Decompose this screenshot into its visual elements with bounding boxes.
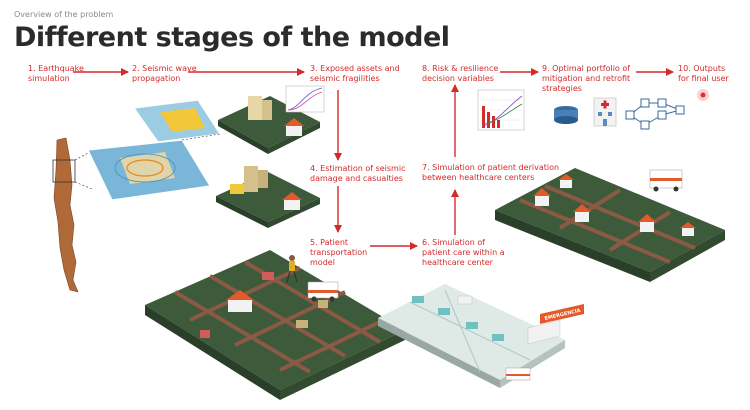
stage-4-line2: damage and casualties bbox=[310, 174, 403, 183]
network-optimization-icon bbox=[625, 98, 685, 130]
stage-4-label: 4. Estimation of seismic damage and casu… bbox=[310, 164, 405, 184]
chile-map-illustration bbox=[52, 137, 93, 293]
output-target-icon bbox=[697, 89, 709, 101]
emergency-sign: EMERGENCIA bbox=[540, 304, 584, 324]
seismic-wave-map-illustration bbox=[87, 99, 222, 201]
healthcare-network-illustration bbox=[495, 168, 725, 282]
seismic-isolator-icon bbox=[554, 106, 578, 124]
stage-5-line1: 5. Patient bbox=[310, 238, 349, 247]
damage-estimation-illustration bbox=[216, 166, 320, 228]
stage-9-line2: mitigation and retrofit bbox=[542, 74, 631, 83]
stage-9-line1: 9. Optimal portfolio of bbox=[542, 64, 631, 73]
stage-2-line1: 2. Seismic wave bbox=[132, 64, 197, 73]
stage-9-line3: strategies bbox=[542, 84, 582, 93]
stage-10-line2: for final user bbox=[678, 74, 729, 83]
flow-arrows bbox=[73, 68, 674, 250]
hospital-building-icon bbox=[593, 97, 617, 127]
stage-1-line2: simulation bbox=[28, 74, 70, 83]
stage-7-label: 7. Simulation of patient derivation betw… bbox=[422, 163, 559, 183]
stage-2-label: 2. Seismic wave propagation bbox=[132, 64, 197, 84]
stage-3-label: 3. Exposed assets and seismic fragilitie… bbox=[310, 64, 400, 84]
stage-8-label: 8. Risk & resilience decision variables bbox=[422, 64, 498, 84]
exposed-assets-illustration bbox=[218, 85, 325, 154]
eyebrow-label: Overview of the problem bbox=[14, 10, 114, 19]
ambulance-icon bbox=[649, 169, 683, 192]
stage-2-line2: propagation bbox=[132, 74, 181, 83]
stage-10-label: 10. Outputs for final user bbox=[678, 64, 729, 84]
page-title: Different stages of the model bbox=[14, 22, 450, 53]
risk-decision-chart-illustration bbox=[477, 89, 525, 131]
stage-4-line1: 4. Estimation of seismic bbox=[310, 164, 406, 173]
healthcare-center-illustration: EMERGENCIA bbox=[378, 284, 584, 388]
patient-transportation-illustration bbox=[145, 250, 405, 400]
stage-3-line1: 3. Exposed assets and bbox=[310, 64, 400, 73]
rescuer-figure-icon bbox=[286, 255, 298, 283]
stage-8-line2: decision variables bbox=[422, 74, 494, 83]
stage-7-line2: between healthcare centers bbox=[422, 173, 535, 182]
stage-6-line3: healthcare center bbox=[422, 258, 493, 267]
stage-5-line3: model bbox=[310, 258, 335, 267]
stage-5-line2: transportation bbox=[310, 248, 368, 257]
ambulance-icon bbox=[505, 367, 531, 381]
mitigation-portfolio-illustration bbox=[554, 97, 685, 130]
stage-1-line1: 1. Earthquake bbox=[28, 64, 84, 73]
stage-8-line1: 8. Risk & resilience bbox=[422, 64, 499, 73]
stage-3-line2: seismic fragilities bbox=[310, 74, 380, 83]
ambulance-icon bbox=[307, 281, 339, 302]
stage-6-line1: 6. Simulation of bbox=[422, 238, 486, 247]
stage-10-line1: 10. Outputs bbox=[678, 64, 726, 73]
fragility-curve-chart bbox=[285, 85, 325, 113]
stage-6-label: 6. Simulation of patient care within a h… bbox=[422, 238, 505, 268]
stage-6-line2: patient care within a bbox=[422, 248, 505, 257]
stage-1-label: 1. Earthquake simulation bbox=[28, 64, 84, 84]
stage-5-label: 5. Patient transportation model bbox=[310, 238, 367, 268]
stage-7-line1: 7. Simulation of patient derivation bbox=[422, 163, 560, 172]
stage-9-label: 9. Optimal portfolio of mitigation and r… bbox=[542, 64, 630, 94]
